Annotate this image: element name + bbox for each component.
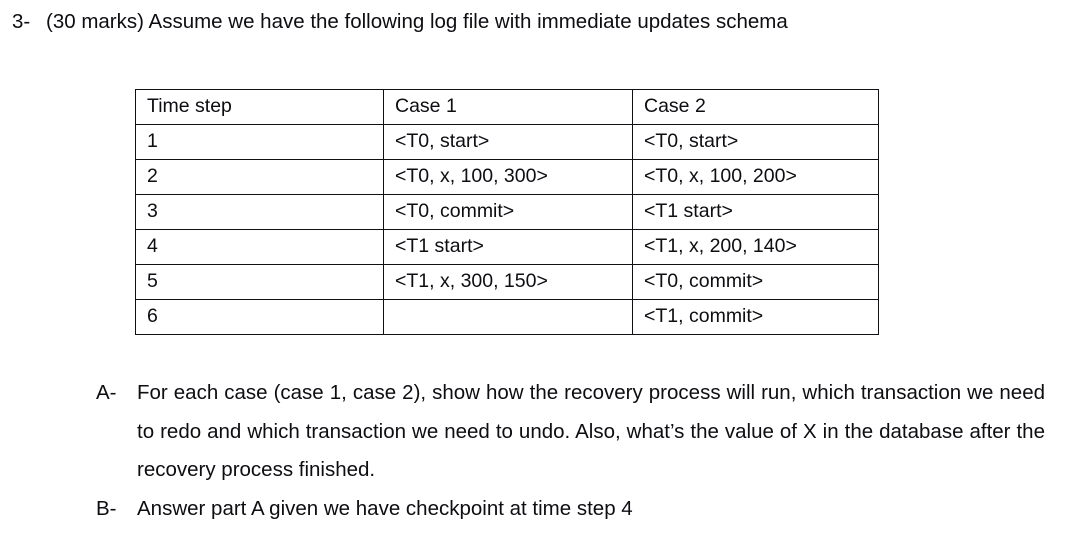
part-a-marker: A- [96,381,117,404]
question-number: 3- [12,10,31,33]
part-b-text: Answer part A given we have checkpoint a… [137,496,633,520]
table-row: 1 <T0, start> <T0, start> [135,124,879,160]
column-header-case-1: Case 1 [383,89,633,125]
cell-case-1: <T0, x, 100, 300> [383,159,633,195]
table-row: 4 <T1 start> <T1, x, 200, 140> [135,229,879,265]
question-stem: 3- (30 marks) Assume we have the followi… [12,8,1072,36]
question-part-b: B- Answer part A given we have checkpoin… [96,490,1045,529]
cell-case-2: <T0, x, 100, 200> [632,159,879,195]
cell-case-1 [383,299,633,335]
part-a-text: For each case (case 1, case 2), show how… [137,381,1045,481]
table-row: 3 <T0, commit> <T1 start> [135,194,879,230]
cell-case-2: <T1 start> [632,194,879,230]
part-b-marker: B- [96,496,117,520]
cell-time-step: 2 [135,159,384,195]
cell-case-1: <T1, x, 300, 150> [383,264,633,300]
cell-case-2: <T0, commit> [632,264,879,300]
log-file-table-wrapper: Time step Case 1 Case 2 1 <T0, start> <T… [135,89,879,335]
cell-case-2: <T0, start> [632,124,879,160]
cell-case-2: <T1, x, 200, 140> [632,229,879,265]
cell-time-step: 1 [135,124,384,160]
cell-time-step: 3 [135,194,384,230]
column-header-case-2: Case 2 [632,89,879,125]
cell-case-1: <T0, commit> [383,194,633,230]
cell-time-step: 5 [135,264,384,300]
cell-time-step: 6 [135,299,384,335]
table-header-row: Time step Case 1 Case 2 [135,89,879,125]
table-row: 2 <T0, x, 100, 300> <T0, x, 100, 200> [135,159,879,195]
cell-case-1: <T1 start> [383,229,633,265]
cell-time-step: 4 [135,229,384,265]
cell-case-1: <T0, start> [383,124,633,160]
question-stem-text: (30 marks) Assume we have the following … [46,10,788,33]
question-part-a: A- For each case (case 1, case 2), show … [96,374,1045,490]
log-file-table: Time step Case 1 Case 2 1 <T0, start> <T… [135,89,879,335]
cell-case-2: <T1, commit> [632,299,879,335]
table-row: 5 <T1, x, 300, 150> <T0, commit> [135,264,879,300]
question-parts-list: A- For each case (case 1, case 2), show … [96,374,1045,528]
table-row: 6 <T1, commit> [135,299,879,335]
column-header-time-step: Time step [135,89,384,125]
